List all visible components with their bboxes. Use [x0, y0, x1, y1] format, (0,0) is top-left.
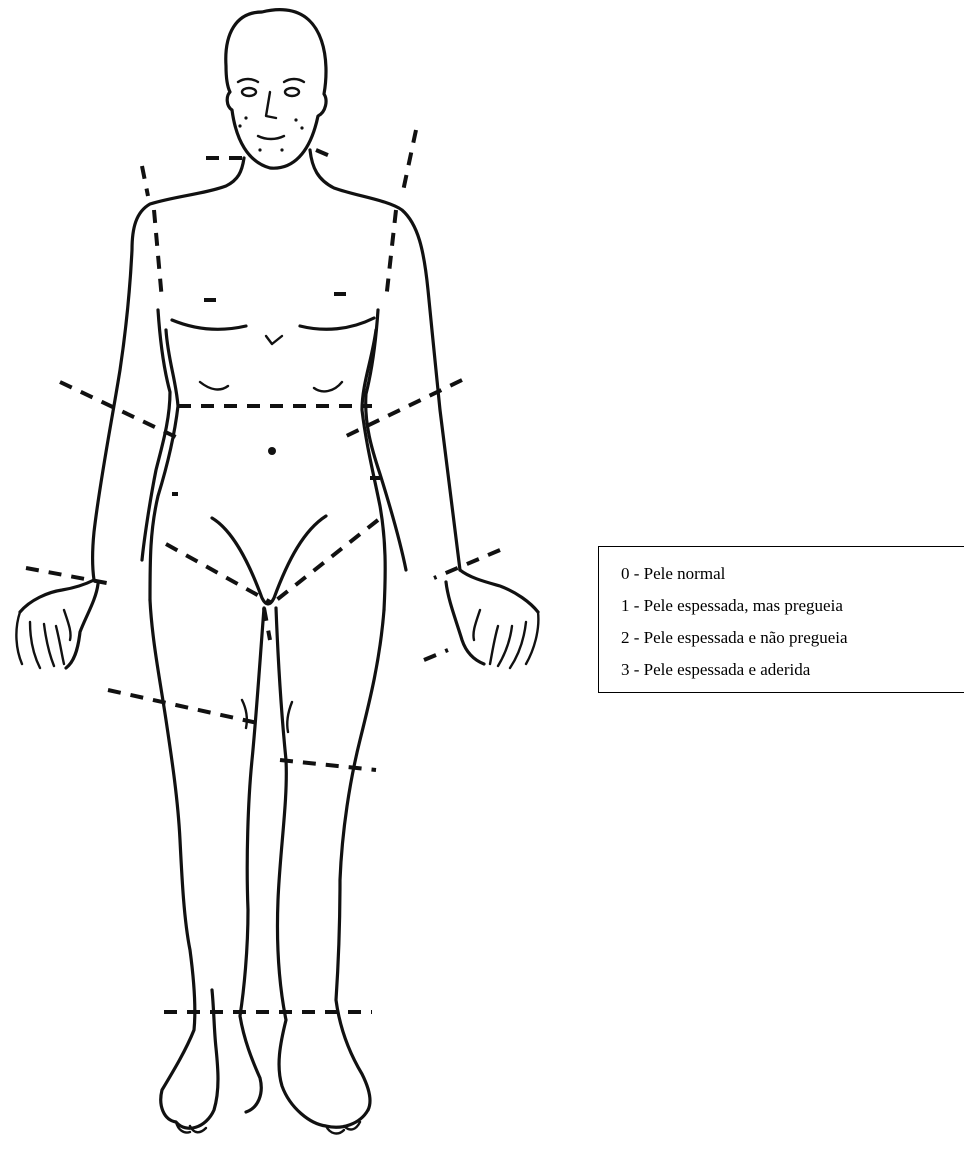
- neck-divider-right: [316, 150, 330, 156]
- head: [226, 10, 326, 169]
- right-hand: [446, 570, 538, 668]
- legend-item-1: 1 - Pele espessada, mas pregueia: [621, 596, 843, 616]
- left-upper-arm-divider: [154, 210, 162, 300]
- left-shoulder-divider: [142, 166, 148, 196]
- legs-outline: [150, 600, 384, 1133]
- left-hand: [16, 580, 98, 668]
- legend-item-3: 3 - Pele espessada e aderida: [621, 660, 810, 680]
- score-legend: 0 - Pele normal 1 - Pele espessada, mas …: [598, 546, 964, 693]
- right-upper-arm-divider: [386, 210, 396, 300]
- right-shoulder-divider: [402, 130, 416, 196]
- inner-thigh-divider: [264, 608, 270, 640]
- left-eye: [242, 88, 256, 96]
- torso-outline: [93, 150, 461, 610]
- left-elbow-divider: [60, 382, 178, 438]
- left-thigh-divider: [108, 690, 262, 724]
- body-diagram: [0, 0, 560, 1161]
- left-wrist-divider: [26, 568, 112, 584]
- legend-item-0: 0 - Pele normal: [621, 564, 725, 584]
- right-eye: [285, 88, 299, 96]
- left-groin-divider: [166, 544, 270, 602]
- region-dividers: [26, 130, 500, 1012]
- right-knee-divider: [280, 760, 376, 770]
- right-hand-mark: [424, 650, 448, 660]
- legend-item-2: 2 - Pele espessada e não pregueia: [621, 628, 848, 648]
